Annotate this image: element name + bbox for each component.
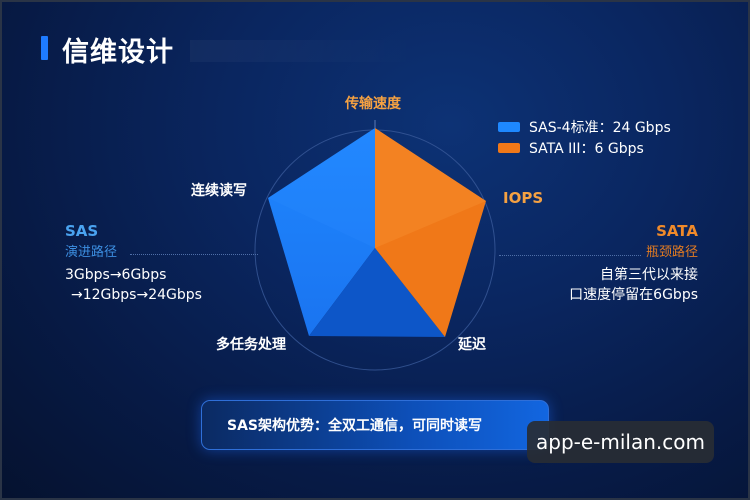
- sata-line: 口速度停留在6Gbps: [569, 287, 698, 303]
- legend-item-sas: SAS-4标准：24 Gbps: [498, 116, 671, 137]
- axis-label-multitask: 多任务处理: [216, 337, 286, 353]
- sas-line: 3Gbps→6Gbps: [65, 267, 167, 283]
- watermark-text: app-e-milan.com: [536, 430, 705, 454]
- sata-title: SATA: [656, 222, 698, 240]
- sas-area-left: [268, 128, 375, 336]
- sata-panel: SATA 瓶颈路径 自第三代以来接 口速度停留在6Gbps: [569, 222, 698, 305]
- axis-label-iops: IOPS: [503, 189, 544, 207]
- axis-label-latency: 延迟: [458, 337, 486, 353]
- title-decoration: [190, 40, 420, 62]
- chart-legend: SAS-4标准：24 Gbps SATA III：6 Gbps: [498, 116, 671, 158]
- sas-line: →12Gbps→24Gbps: [71, 287, 202, 303]
- legend-label: SATA III：6 Gbps: [529, 140, 644, 157]
- sas-title: SAS: [65, 222, 99, 240]
- title-accent-bar: [41, 36, 48, 60]
- connector-line-left: [130, 254, 258, 255]
- sas-area-bottom: [309, 248, 445, 337]
- legend-swatch-orange: [498, 142, 520, 153]
- callout-text: SAS架构优势：全双工通信，可同时读写: [227, 418, 482, 434]
- legend-swatch-blue: [498, 121, 520, 132]
- legend-item-sata: SATA III：6 Gbps: [498, 137, 671, 158]
- axis-label-speed: 传输速度: [345, 96, 401, 112]
- sas-subtitle: 演进路径: [65, 245, 118, 260]
- sas-advantage-callout: SAS架构优势：全双工通信，可同时读写: [201, 400, 549, 450]
- sata-line: 自第三代以来接: [600, 267, 698, 283]
- sata-subtitle: 瓶颈路径: [645, 245, 698, 260]
- sas-panel: SAS 演进路径 3Gbps→6Gbps →12Gbps→24Gbps: [65, 222, 202, 305]
- watermark: app-e-milan.com: [527, 421, 714, 463]
- page-title: 信维设计: [62, 37, 174, 68]
- axis-label-sequential: 连续读写: [191, 183, 247, 199]
- connector-line-right: [499, 255, 641, 256]
- legend-label: SAS-4标准：24 Gbps: [529, 119, 671, 136]
